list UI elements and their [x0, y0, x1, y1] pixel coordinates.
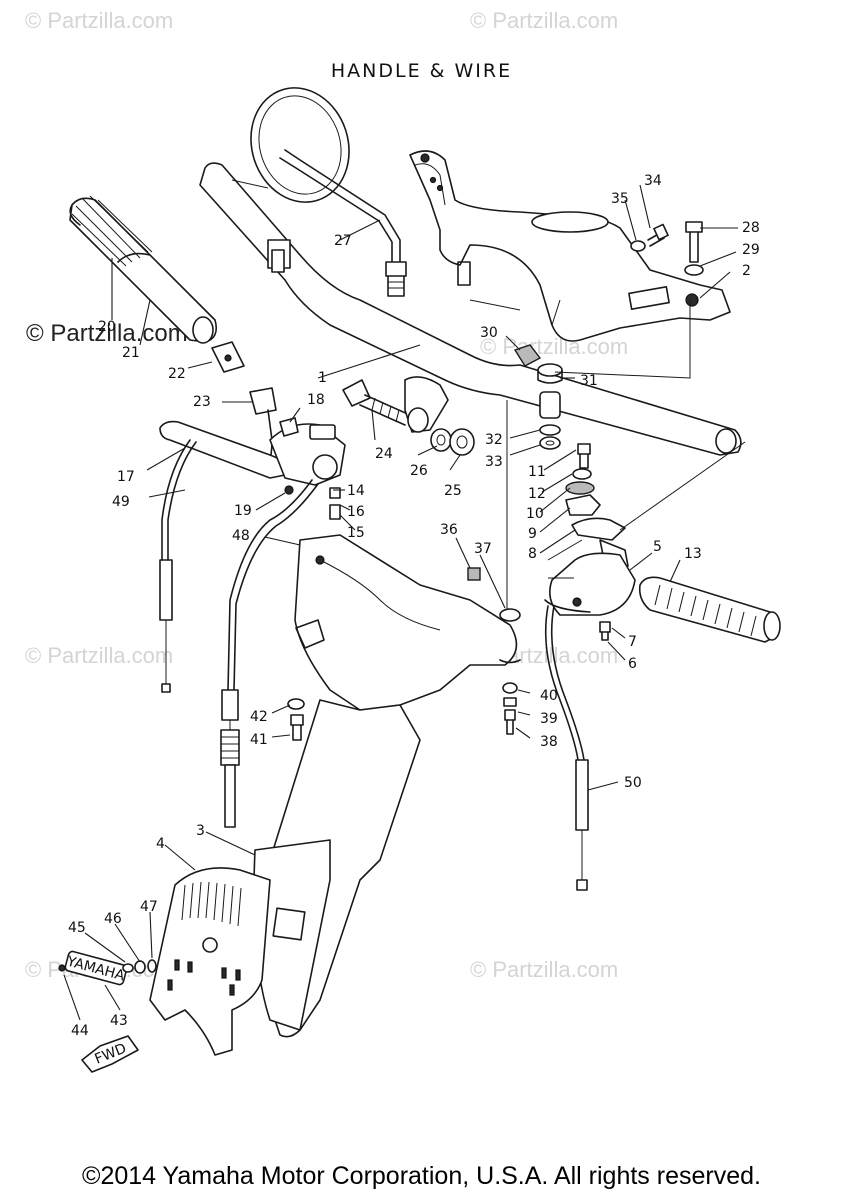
- watermark-mid-left: © Partzilla.com: [25, 643, 174, 668]
- part-label-11: 11: [528, 464, 546, 480]
- part-label-36: 36: [440, 522, 458, 538]
- part-label-38: 38: [540, 734, 558, 750]
- lever-assembly-part: [159, 417, 346, 520]
- fwd-arrow-part: FWD: [81, 1035, 139, 1073]
- part-label-19: 19: [234, 503, 252, 519]
- part-label-20: 20: [98, 319, 116, 335]
- part-label-49: 49: [112, 494, 130, 510]
- part-label-29: 29: [742, 242, 760, 258]
- part-label-3: 3: [196, 823, 205, 839]
- lower-cover-part: [253, 534, 521, 1038]
- part-label-37: 37: [474, 541, 492, 557]
- bolt-34-part: [630, 223, 669, 252]
- part-label-41: 41: [250, 732, 268, 748]
- part-label-15: 15: [347, 525, 365, 541]
- part-label-21: 21: [122, 345, 140, 361]
- watermark-strong: © Partzilla.com: [26, 320, 188, 347]
- part-label-45: 45: [68, 920, 86, 936]
- clamp-22-part: [211, 341, 245, 373]
- part-label-22: 22: [168, 366, 186, 382]
- part-label-4: 4: [156, 836, 165, 852]
- part-label-30: 30: [480, 325, 498, 341]
- watermark-top-center: © Partzilla.com: [470, 8, 619, 33]
- part-label-44: 44: [71, 1023, 89, 1039]
- part-label-39: 39: [540, 711, 558, 727]
- part-label-12: 12: [528, 486, 546, 502]
- part-label-33: 33: [485, 454, 503, 470]
- cable-50-part: [544, 605, 589, 891]
- part-label-25: 25: [444, 483, 462, 499]
- part-label-18: 18: [307, 392, 325, 408]
- diagram-title: HANDLE & WIRE: [330, 60, 513, 82]
- part-label-28: 28: [742, 220, 760, 236]
- part-label-23: 23: [193, 394, 211, 410]
- part-label-31: 31: [580, 373, 598, 389]
- watermark-upper-center: © Partzilla.com: [480, 334, 629, 359]
- part-label-5: 5: [653, 539, 662, 555]
- part-label-40: 40: [540, 688, 558, 704]
- part-label-13: 13: [684, 546, 702, 562]
- left-grip-part: [69, 195, 218, 344]
- part-label-8: 8: [528, 546, 537, 562]
- part-label-14: 14: [347, 483, 365, 499]
- clamp-23-part: [249, 387, 277, 471]
- part-label-26: 26: [410, 463, 428, 479]
- part-label-42: 42: [250, 709, 268, 725]
- assembly-lines: [469, 299, 746, 579]
- part-label-48: 48: [232, 528, 250, 544]
- bolt-24-part: [342, 376, 449, 433]
- part-label-27: 27: [334, 233, 352, 249]
- front-grille-part: [149, 867, 271, 1056]
- part-label-35: 35: [611, 191, 629, 207]
- handlebar-part: [199, 162, 742, 456]
- nut-25-part: [449, 428, 475, 456]
- part-label-1: 1: [318, 370, 327, 386]
- part-label-2: 2: [742, 263, 751, 279]
- part-label-16: 16: [347, 504, 365, 520]
- part-label-10: 10: [526, 506, 544, 522]
- cable-48-part: [220, 479, 319, 828]
- part-label-6: 6: [628, 656, 637, 672]
- watermark-top-left: © Partzilla.com: [25, 8, 174, 33]
- leader-lines: [63, 184, 738, 1021]
- bolt-28-part: [684, 221, 704, 276]
- part-number-labels: 1 2 3 4 5 6 7 8 9 10 11 12 13 14 15 16 1…: [68, 173, 760, 1039]
- emblem-part: YAMAHA: [58, 950, 157, 986]
- copyright-notice: ©2014 Yamaha Motor Corporation, U.S.A. A…: [82, 1162, 761, 1190]
- part-label-7: 7: [628, 634, 637, 650]
- watermark-bottom-center: © Partzilla.com: [470, 957, 619, 982]
- right-switch-part: [544, 443, 636, 641]
- cable-49-part: [159, 439, 197, 693]
- bolt-41-part: [287, 698, 305, 741]
- part-label-34: 34: [644, 173, 662, 189]
- part-label-24: 24: [375, 446, 393, 462]
- upper-cover-part: [409, 150, 731, 342]
- part-label-47: 47: [140, 899, 158, 915]
- part-label-9: 9: [528, 526, 537, 542]
- part-label-32: 32: [485, 432, 503, 448]
- mirror-part: [250, 87, 407, 297]
- right-grip-part: [638, 576, 781, 643]
- part-label-17: 17: [117, 469, 135, 485]
- part-label-43: 43: [110, 1013, 128, 1029]
- part-label-50: 50: [624, 775, 642, 791]
- part-label-46: 46: [104, 911, 122, 927]
- bolt-38-part: [502, 682, 518, 735]
